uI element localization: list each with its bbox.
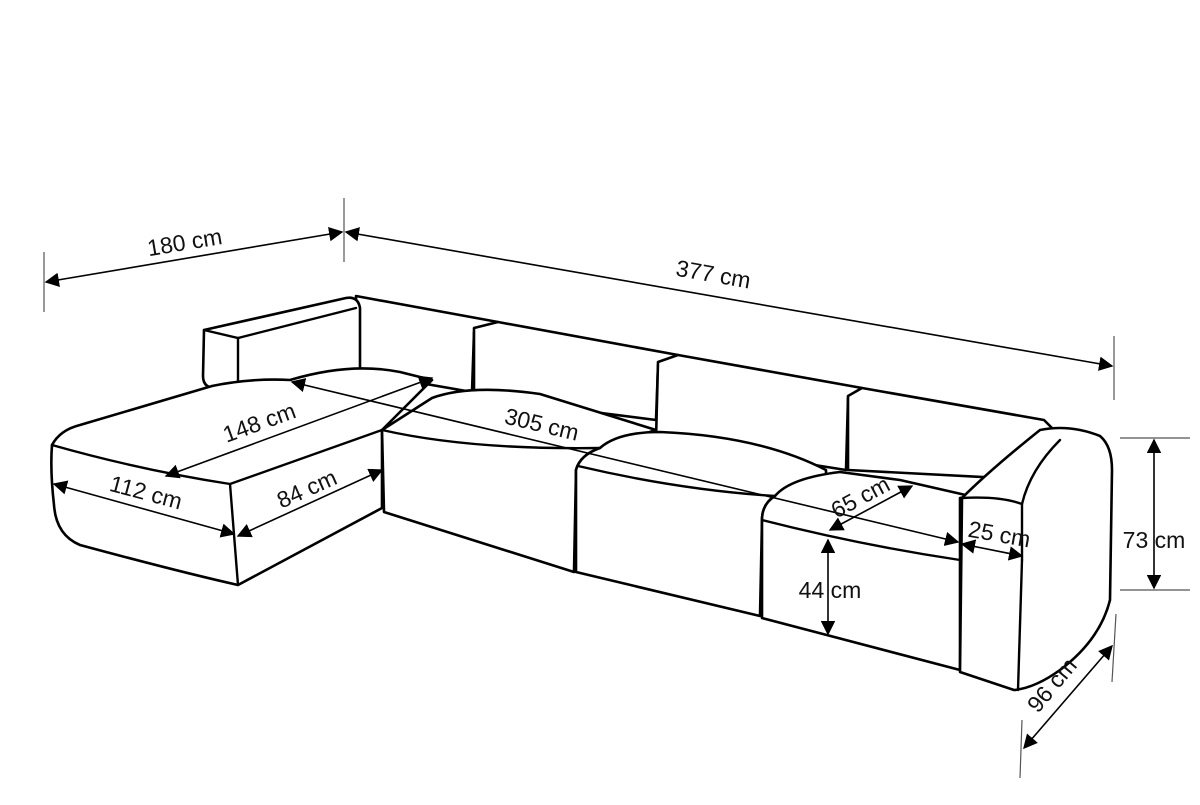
dim-arrow-25	[960, 539, 1024, 561]
dim-arrow-180	[44, 227, 344, 287]
right-armrest-top-edge	[1020, 438, 1062, 506]
ext-tick-depth-bottom	[1019, 719, 1023, 779]
chaise-armrest-top-edge	[202, 306, 358, 340]
label-73: 73 cm	[1123, 527, 1186, 553]
right-armrest-front-edge	[1016, 558, 1024, 692]
chaise-seat	[50, 367, 434, 587]
dim-arrow-84	[236, 468, 384, 538]
label-180: 180 cm	[145, 223, 224, 261]
label-377: 377 cm	[674, 255, 753, 294]
dimension-lines	[43, 198, 1190, 779]
dim-arrow-96	[1023, 644, 1113, 750]
dim-arrow-377	[344, 227, 1114, 371]
dim-arrow-65	[828, 485, 914, 531]
sofa-drawing	[50, 294, 1114, 692]
label-44: 44 cm	[799, 577, 862, 603]
ext-tick-depth-top	[1111, 613, 1117, 683]
dim-arrow-112	[52, 480, 236, 538]
